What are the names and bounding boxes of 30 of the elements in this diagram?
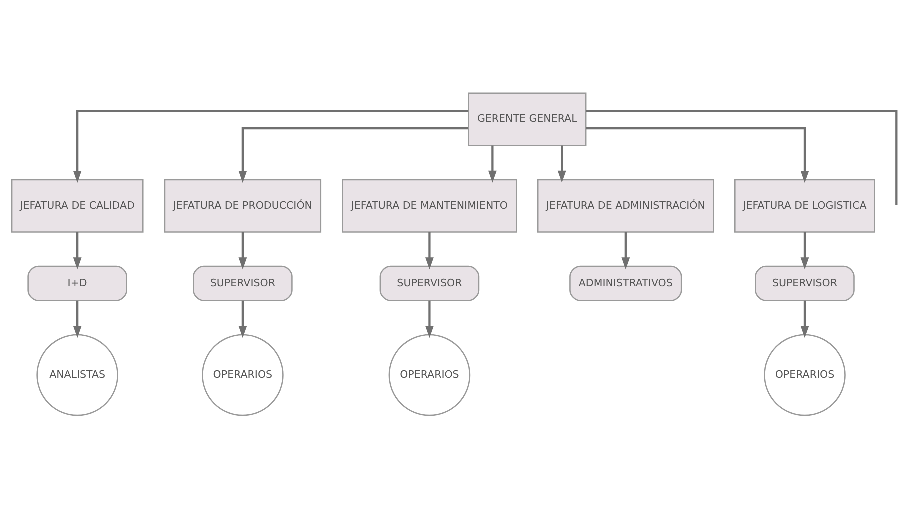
node-box: JEFATURA DE LOGISTICA xyxy=(734,179,876,233)
node-circle: OPERARIOS xyxy=(388,334,471,416)
arrow xyxy=(73,300,82,338)
node-box: I+D xyxy=(28,266,128,302)
connector xyxy=(586,110,898,206)
arrow xyxy=(558,146,566,183)
arrow xyxy=(488,146,497,183)
node-box: JEFATURA DE MANTENIMIENTO xyxy=(342,179,518,233)
node-box: ADMINISTRATIVOS xyxy=(570,266,682,302)
node-circle: OPERARIOS xyxy=(202,334,284,416)
arrow xyxy=(426,232,434,270)
arrow xyxy=(800,232,810,270)
node-circle: OPERARIOS xyxy=(764,334,846,416)
arrow xyxy=(238,127,468,184)
arrow xyxy=(73,110,469,183)
node-circle: ANALISTAS xyxy=(36,334,118,416)
arrow xyxy=(238,300,248,338)
node-box: SUPERVISOR xyxy=(755,266,855,302)
arrow xyxy=(73,232,82,270)
node-box: JEFATURA DE CALIDAD xyxy=(11,179,144,233)
node-box: GERENTE GENERAL xyxy=(468,92,587,146)
node-box: SUPERVISOR xyxy=(380,266,480,302)
arrow xyxy=(800,300,810,338)
node-box: JEFATURA DE PRODUCCIÓN xyxy=(164,179,322,233)
node-box: JEFATURA DE ADMINISTRACIÓN xyxy=(537,179,714,233)
arrow xyxy=(586,127,810,184)
arrow xyxy=(622,232,630,270)
node-box: SUPERVISOR xyxy=(193,266,293,302)
arrow xyxy=(238,232,248,270)
arrow xyxy=(426,300,434,338)
